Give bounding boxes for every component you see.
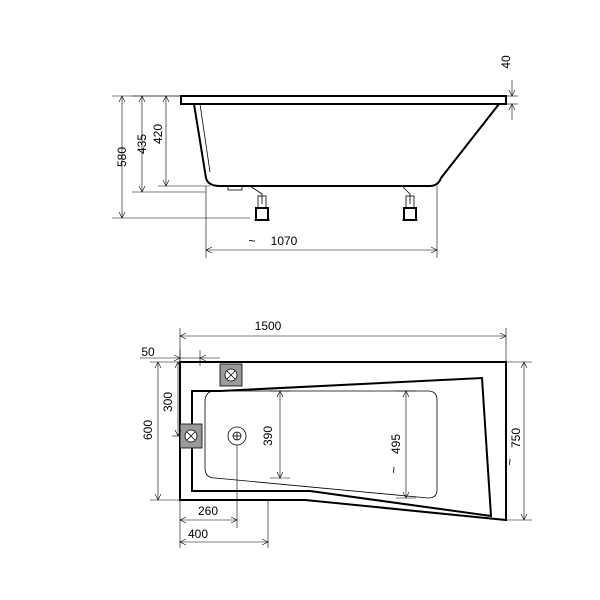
dim-750-label: 750 bbox=[509, 428, 523, 448]
dim-400: 400 bbox=[179, 500, 269, 548]
top-view: 1500 50 600 300 bbox=[140, 319, 532, 548]
dim-1070: ~ 1070 bbox=[205, 186, 438, 258]
dim-50: 50 bbox=[140, 345, 220, 366]
dim-495-tilde: ~ bbox=[387, 466, 401, 473]
dim-400-label: 400 bbox=[188, 527, 208, 541]
overflow-fitting bbox=[219, 363, 243, 387]
tub-outer-outline bbox=[179, 361, 507, 522]
dim-420: 420 bbox=[151, 95, 210, 187]
dim-600: 600 bbox=[141, 361, 180, 501]
dim-580: 580 bbox=[112, 95, 250, 219]
drain-outlet bbox=[227, 185, 243, 191]
dim-260-label: 260 bbox=[198, 504, 218, 518]
dim-750: ~ 750 bbox=[503, 361, 532, 521]
side-view: 580 435 420 40 bbox=[112, 55, 518, 258]
tub-footwell bbox=[204, 390, 438, 499]
dim-435-label: 435 bbox=[135, 134, 149, 154]
dim-420-label: 420 bbox=[151, 124, 165, 144]
dim-495-label: 495 bbox=[389, 434, 403, 454]
dim-300-label: 300 bbox=[161, 392, 175, 412]
tub-body-outline bbox=[193, 103, 500, 187]
dim-40: 40 bbox=[499, 55, 518, 120]
dim-50-label: 50 bbox=[141, 345, 155, 359]
dim-300: 300 bbox=[161, 361, 182, 437]
dim-40-label: 40 bbox=[499, 55, 513, 69]
dim-495: ~ 495 bbox=[387, 390, 416, 499]
dim-1500: 1500 bbox=[179, 319, 507, 362]
dim-750-tilde: ~ bbox=[503, 458, 517, 465]
dim-435: 435 bbox=[132, 95, 206, 193]
dim-1500-label: 1500 bbox=[255, 319, 282, 333]
tub-inner-basin bbox=[191, 376, 493, 518]
dim-390: 390 bbox=[261, 390, 290, 479]
drain-icon bbox=[227, 426, 247, 446]
left-support-leg bbox=[249, 185, 270, 221]
tub-inner-wall bbox=[199, 103, 211, 173]
dim-1070-tilde: ~ bbox=[248, 234, 255, 248]
tub-rim bbox=[180, 95, 507, 105]
right-support-leg bbox=[401, 185, 418, 221]
dim-390-label: 390 bbox=[261, 426, 275, 446]
dim-600-label: 600 bbox=[141, 420, 155, 440]
dim-580-label: 580 bbox=[115, 147, 129, 167]
side-valve-fitting bbox=[179, 423, 203, 449]
dim-1070-label: 1070 bbox=[271, 234, 298, 248]
dim-260: 260 bbox=[179, 445, 238, 528]
